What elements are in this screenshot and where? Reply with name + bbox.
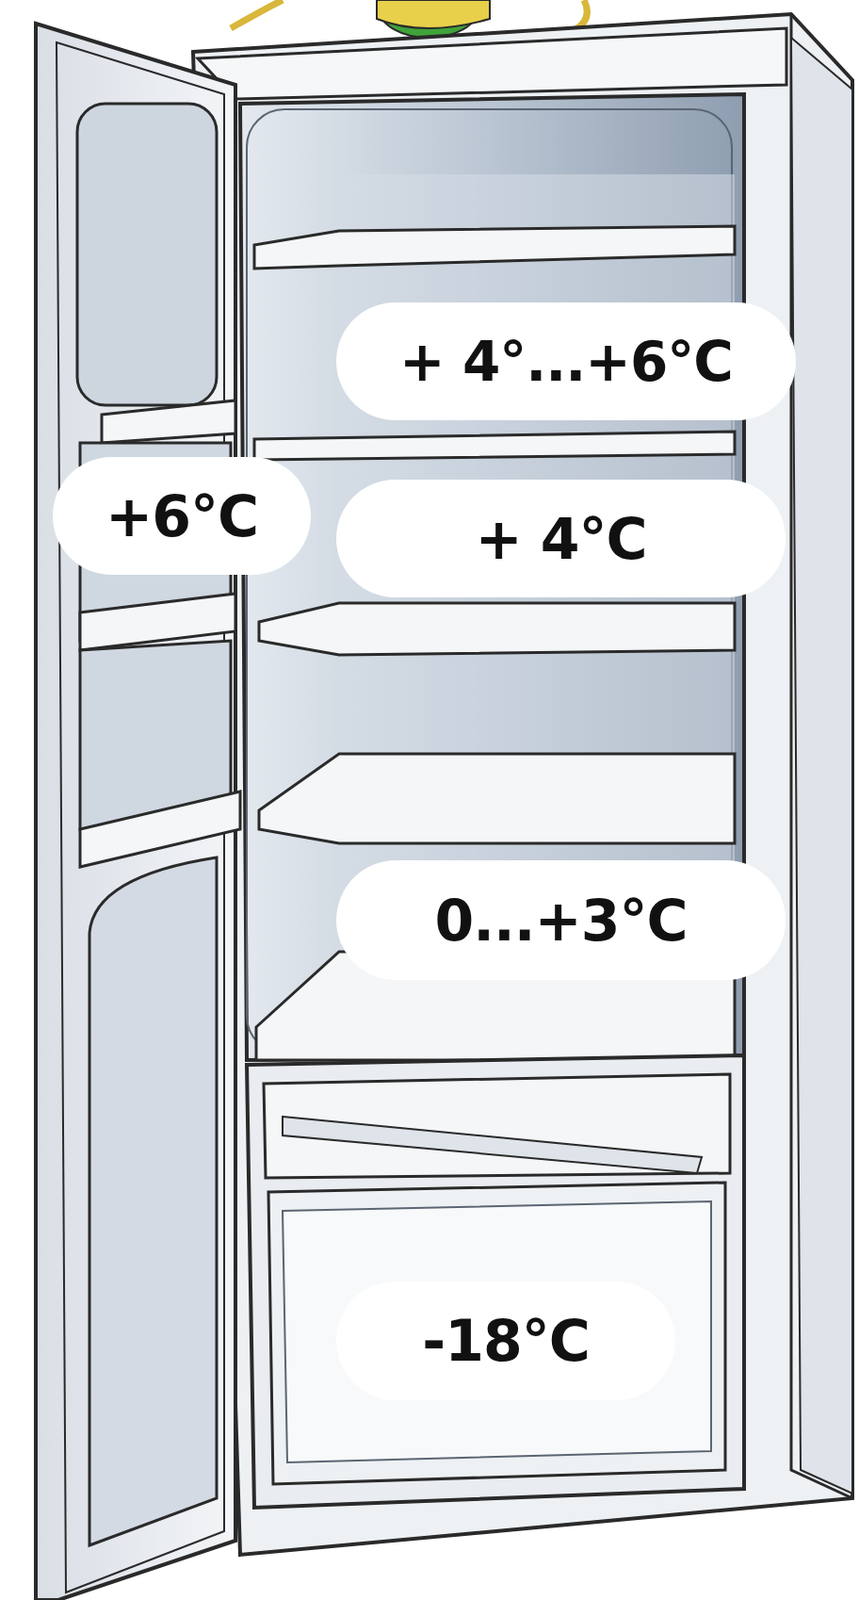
temperature-label: + 4°...+6°C [336,302,796,421]
temperature-label: -18°C [336,1280,676,1400]
temperature-label: 0...+3°C [336,859,786,980]
temperature-text: +6°C [105,483,259,550]
temperature-label: + 4°C [336,479,786,598]
temperature-text: 0...+3°C [434,887,687,954]
temperature-text: + 4°...+6°C [399,329,733,394]
temperature-label: +6°C [52,456,311,575]
temperature-text: -18°C [421,1307,589,1374]
temperature-text: + 4°C [475,505,648,572]
